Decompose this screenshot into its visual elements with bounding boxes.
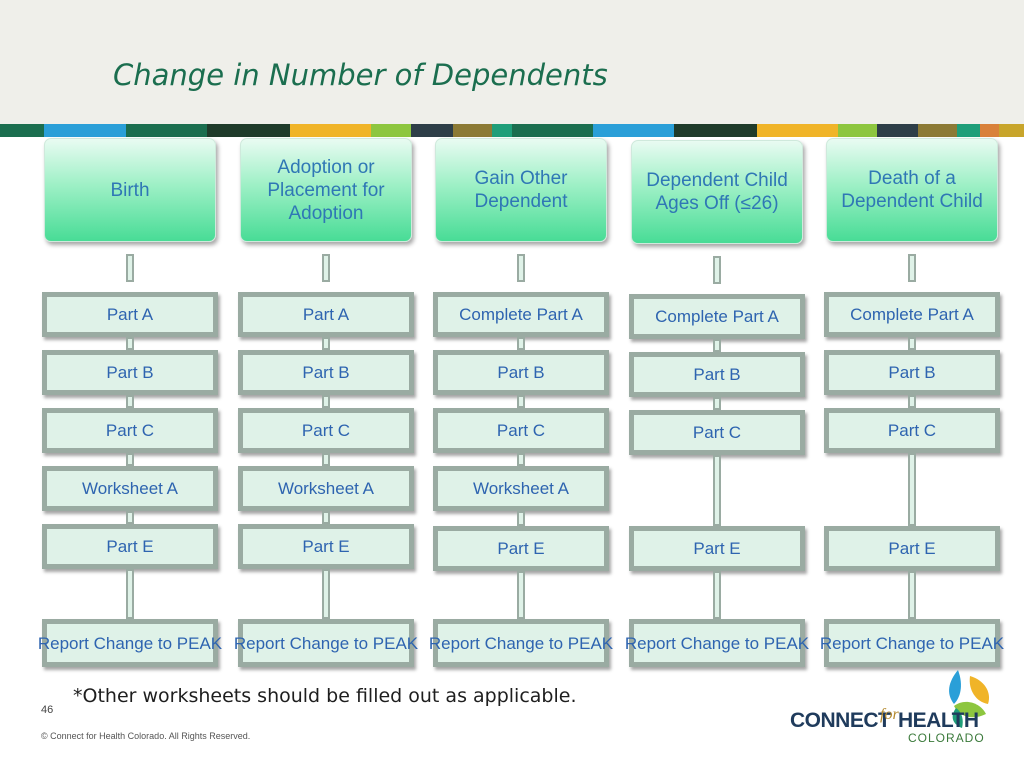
stripe-segment bbox=[289, 124, 371, 137]
stripe-segment bbox=[918, 124, 958, 137]
step-box: Part E bbox=[42, 524, 218, 569]
stripe-segment bbox=[757, 124, 839, 137]
stripe-segment bbox=[410, 124, 453, 137]
step-box-report-peak: Report Change to PEAK bbox=[820, 619, 1004, 667]
connector-arrow bbox=[517, 511, 525, 526]
stripe-segment bbox=[999, 124, 1024, 137]
step-box: Part C bbox=[238, 408, 414, 453]
connector-arrow bbox=[322, 337, 330, 350]
stripe-segment bbox=[674, 124, 758, 137]
stripe-segment bbox=[491, 124, 512, 137]
step-box: Part E bbox=[824, 526, 1000, 571]
color-stripe bbox=[0, 124, 1024, 137]
stripe-segment bbox=[877, 124, 919, 137]
header-band bbox=[0, 0, 1024, 124]
step-box: Worksheet A bbox=[433, 466, 609, 511]
logo-word-for: for bbox=[880, 706, 899, 723]
event-box-ages-off: Dependent Child Ages Off (≤26) bbox=[631, 140, 803, 244]
logo-word-health: HEALTH bbox=[898, 709, 979, 732]
step-box-report-peak: Report Change to PEAK bbox=[38, 619, 222, 667]
connector-arrow bbox=[517, 571, 525, 619]
stripe-segment bbox=[980, 124, 1000, 137]
stripe-segment bbox=[957, 124, 981, 137]
flow-column-adoption: Adoption or Placement for Adoption Part … bbox=[234, 138, 418, 668]
copyright-notice: © Connect for Health Colorado. All Right… bbox=[41, 731, 251, 741]
connector-arrow bbox=[126, 337, 134, 350]
connector-arrow bbox=[322, 511, 330, 524]
stripe-segment bbox=[838, 124, 878, 137]
step-box: Part E bbox=[238, 524, 414, 569]
footnote: *Other worksheets should be filled out a… bbox=[73, 685, 577, 707]
flow-column-birth: Birth Part A Part B Part C Worksheet A P… bbox=[38, 138, 222, 668]
connector-arrow bbox=[908, 395, 916, 408]
connector-arrow bbox=[517, 337, 525, 350]
slide-title: Change in Number of Dependents bbox=[113, 58, 608, 92]
connector-arrow bbox=[322, 254, 330, 282]
connector-arrow bbox=[713, 256, 721, 284]
connector-arrow bbox=[322, 453, 330, 466]
step-box: Worksheet A bbox=[238, 466, 414, 511]
stripe-segment bbox=[512, 124, 594, 137]
stripe-segment bbox=[452, 124, 492, 137]
event-box-birth: Birth bbox=[44, 138, 216, 242]
logo-word-connect: CONNECT bbox=[790, 709, 891, 732]
connector-arrow bbox=[908, 453, 916, 526]
connector-arrow bbox=[517, 395, 525, 408]
step-box: Worksheet A bbox=[42, 466, 218, 511]
stripe-segment bbox=[0, 124, 44, 137]
step-box: Part B bbox=[42, 350, 218, 395]
flow-column-ages-off: Dependent Child Ages Off (≤26) Complete … bbox=[625, 138, 809, 668]
aspen-leaf-icon bbox=[949, 670, 990, 728]
step-box: Complete Part A bbox=[433, 292, 609, 337]
step-box: Part B bbox=[238, 350, 414, 395]
step-box: Part E bbox=[433, 526, 609, 571]
event-box-gain-dependent: Gain Other Dependent bbox=[435, 138, 607, 242]
step-box: Part B bbox=[629, 352, 805, 397]
connector-arrow bbox=[713, 397, 721, 410]
stripe-segment bbox=[125, 124, 207, 137]
connector-arrow bbox=[126, 569, 134, 619]
connector-arrow bbox=[126, 511, 134, 524]
stripe-segment bbox=[370, 124, 411, 137]
connector-arrow bbox=[126, 453, 134, 466]
step-box: Part C bbox=[42, 408, 218, 453]
stripe-segment bbox=[43, 124, 126, 137]
connector-arrow bbox=[713, 571, 721, 619]
step-box: Complete Part A bbox=[824, 292, 1000, 337]
step-box: Part B bbox=[824, 350, 1000, 395]
event-box-death-dependent: Death of a Dependent Child bbox=[826, 138, 998, 242]
connector-arrow bbox=[908, 254, 916, 282]
connector-arrow bbox=[517, 453, 525, 466]
page-number: 46 bbox=[41, 704, 54, 716]
connector-arrow bbox=[908, 337, 916, 350]
step-box-report-peak: Report Change to PEAK bbox=[429, 619, 613, 667]
stripe-segment bbox=[593, 124, 675, 137]
connector-arrow bbox=[126, 254, 134, 282]
step-box: Part A bbox=[42, 292, 218, 337]
connector-arrow bbox=[322, 569, 330, 619]
connector-arrow bbox=[713, 339, 721, 352]
step-box: Part E bbox=[629, 526, 805, 571]
logo-word-colorado: COLORADO bbox=[908, 731, 985, 745]
flow-column-gain-dependent: Gain Other Dependent Complete Part A Par… bbox=[429, 138, 613, 668]
step-box: Complete Part A bbox=[629, 294, 805, 339]
step-box: Part A bbox=[238, 292, 414, 337]
connector-arrow bbox=[908, 571, 916, 619]
step-box: Part B bbox=[433, 350, 609, 395]
connector-arrow bbox=[517, 254, 525, 282]
stripe-segment bbox=[206, 124, 290, 137]
flow-column-death-dependent: Death of a Dependent Child Complete Part… bbox=[820, 138, 1004, 668]
step-box-report-peak: Report Change to PEAK bbox=[625, 619, 809, 667]
connector-arrow bbox=[126, 395, 134, 408]
connector-arrow bbox=[322, 395, 330, 408]
connector-arrow bbox=[713, 455, 721, 526]
event-box-adoption: Adoption or Placement for Adoption bbox=[240, 138, 412, 242]
connect-for-health-logo: CONNECT for HEALTH COLORADO bbox=[790, 668, 1000, 748]
step-box: Part C bbox=[433, 408, 609, 453]
step-box: Part C bbox=[629, 410, 805, 455]
step-box: Part C bbox=[824, 408, 1000, 453]
step-box-report-peak: Report Change to PEAK bbox=[234, 619, 418, 667]
